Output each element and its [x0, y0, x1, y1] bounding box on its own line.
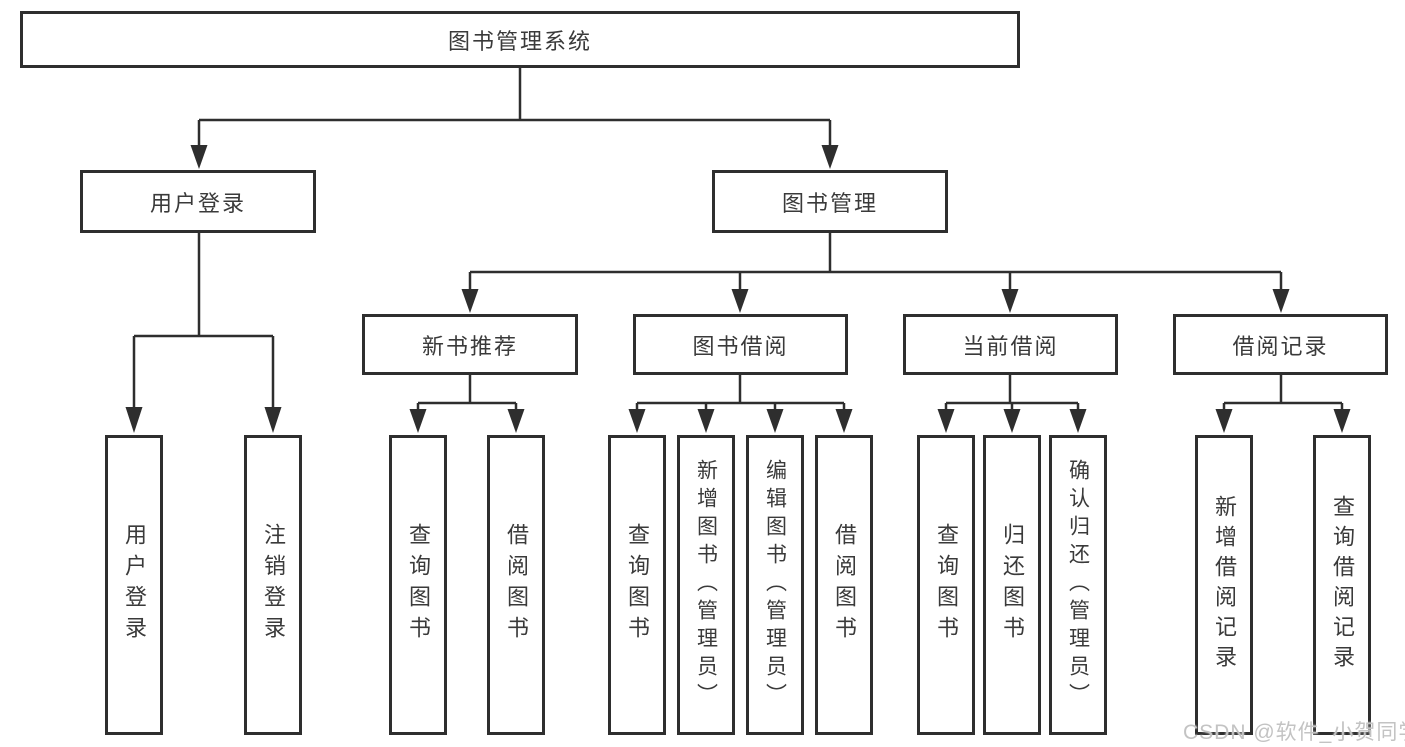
node-module-new-book-recommend: 新书推荐	[362, 314, 578, 375]
node-leaf-bb-edit-books-admin: 编辑图书（管理员）	[746, 435, 804, 735]
node-leaf-bb-add-books-admin: 新增图书（管理员）	[677, 435, 735, 735]
node-leaf-user-login: 用户登录	[105, 435, 163, 735]
node-module-current-borrow: 当前借阅	[903, 314, 1118, 375]
node-leaf-nb-query-books-label: 查询图书	[406, 523, 431, 647]
node-module-current-borrow-label: 当前借阅	[962, 333, 1059, 359]
node-leaf-cb-query-books-label: 查询图书	[934, 523, 959, 647]
node-module-book-borrow-label: 图书借阅	[692, 333, 789, 359]
node-leaf-br-add-borrow-record-label: 新增借阅记录	[1212, 495, 1237, 675]
node-branch-user-login: 用户登录	[80, 170, 316, 233]
arrowheads	[125, 145, 1351, 433]
node-leaf-nb-query-books: 查询图书	[389, 435, 447, 735]
node-module-new-book-recommend-label: 新书推荐	[421, 333, 518, 359]
node-leaf-bb-query-books-label: 查询图书	[625, 523, 650, 647]
node-module-book-borrow: 图书借阅	[633, 314, 848, 375]
csdn-watermark: CSDN @软件_小贺同学	[1183, 721, 1405, 744]
node-leaf-nb-borrow-books: 借阅图书	[487, 435, 545, 735]
node-module-borrow-records-label: 借阅记录	[1232, 333, 1329, 359]
node-leaf-br-query-borrow-record-label: 查询借阅记录	[1330, 495, 1355, 675]
node-branch-user-login-label: 用户登录	[149, 190, 246, 216]
node-leaf-cb-query-books: 查询图书	[917, 435, 975, 735]
node-leaf-user-login-label: 用户登录	[122, 523, 147, 647]
node-leaf-cb-return-books: 归还图书	[983, 435, 1041, 735]
node-leaf-bb-borrow-books: 借阅图书	[815, 435, 873, 735]
node-leaf-bb-borrow-books-label: 借阅图书	[832, 523, 857, 647]
node-leaf-logout-label: 注销登录	[261, 523, 286, 647]
node-leaf-logout: 注销登录	[244, 435, 302, 735]
node-leaf-bb-edit-books-admin-label: 编辑图书（管理员）	[763, 459, 787, 711]
node-module-borrow-records: 借阅记录	[1173, 314, 1388, 375]
node-leaf-br-add-borrow-record: 新增借阅记录	[1195, 435, 1253, 735]
node-leaf-nb-borrow-books-label: 借阅图书	[504, 523, 529, 647]
node-leaf-cb-confirm-return-admin: 确认归还（管理员）	[1049, 435, 1107, 735]
node-leaf-br-query-borrow-record: 查询借阅记录	[1313, 435, 1371, 735]
node-branch-book-management: 图书管理	[712, 170, 948, 233]
node-leaf-cb-return-books-label: 归还图书	[1000, 523, 1025, 647]
node-branch-book-management-label: 图书管理	[781, 190, 878, 216]
node-root-system: 图书管理系统	[20, 11, 1020, 68]
node-leaf-bb-query-books: 查询图书	[608, 435, 666, 735]
node-leaf-bb-add-books-admin-label: 新增图书（管理员）	[694, 459, 718, 711]
node-root-system-label: 图书管理系统	[447, 28, 592, 54]
node-leaf-cb-confirm-return-admin-label: 确认归还（管理员）	[1066, 459, 1090, 711]
